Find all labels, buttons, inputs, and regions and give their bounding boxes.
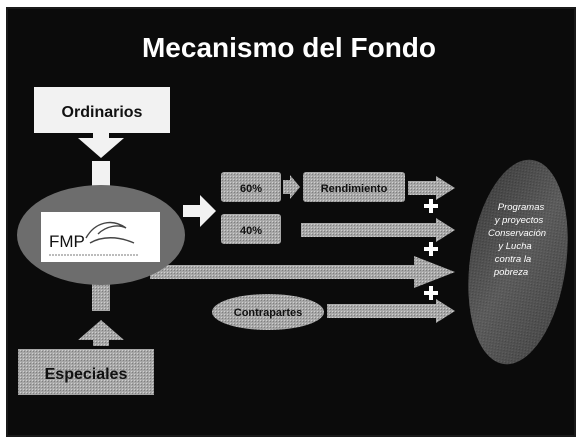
plus-icon bbox=[424, 242, 438, 256]
percent-40-to-destination-arrow bbox=[301, 218, 455, 242]
destination-oval-texture bbox=[468, 159, 568, 365]
percent-60-box bbox=[221, 172, 281, 202]
slide-title: Mecanismo del Fondo bbox=[142, 32, 436, 63]
yield-box bbox=[303, 172, 405, 202]
fmp-logo-panel bbox=[41, 212, 160, 262]
destination-line-6: pobreza bbox=[493, 267, 528, 278]
ordinary-source-box bbox=[34, 87, 170, 133]
ordinary-down-arrow bbox=[78, 133, 124, 158]
fmp-logo-text: FMP bbox=[49, 232, 85, 251]
counterparts-oval bbox=[212, 294, 324, 330]
percent-40-label: 40% bbox=[240, 225, 262, 237]
destination-line-1: Programas bbox=[498, 202, 545, 213]
yield-to-destination-arrow bbox=[408, 176, 455, 200]
counterparts-label: Contrapartes bbox=[234, 307, 302, 319]
fmp-bottom-connector bbox=[92, 283, 110, 311]
counterparts-to-destination-arrow bbox=[327, 299, 455, 323]
fmp-right-arrow bbox=[183, 195, 216, 227]
yield-label: Rendimiento bbox=[321, 183, 388, 195]
special-source-label: Especiales bbox=[45, 366, 128, 383]
fmp-top-connector bbox=[92, 161, 110, 187]
plus-icon bbox=[424, 199, 438, 213]
percent-60-label: 60% bbox=[240, 183, 262, 195]
special-source-box bbox=[18, 349, 154, 395]
percent-40-box bbox=[221, 214, 281, 244]
special-up-arrow bbox=[78, 320, 124, 346]
destination-line-2: y proyectos bbox=[494, 215, 544, 226]
destination-line-3: Conservación bbox=[488, 228, 546, 239]
plus-icon bbox=[424, 286, 438, 300]
ordinary-source-label: Ordinarios bbox=[62, 104, 143, 121]
destination-text: Programas y proyectos Conservación y Luc… bbox=[488, 202, 546, 278]
fmp-direct-arrow bbox=[150, 256, 455, 288]
percent-to-yield-arrow bbox=[283, 175, 300, 199]
fmp-logo-wave-icon bbox=[85, 221, 135, 244]
destination-line-5: contra la bbox=[495, 254, 531, 265]
destination-line-4: y Lucha bbox=[497, 241, 531, 252]
